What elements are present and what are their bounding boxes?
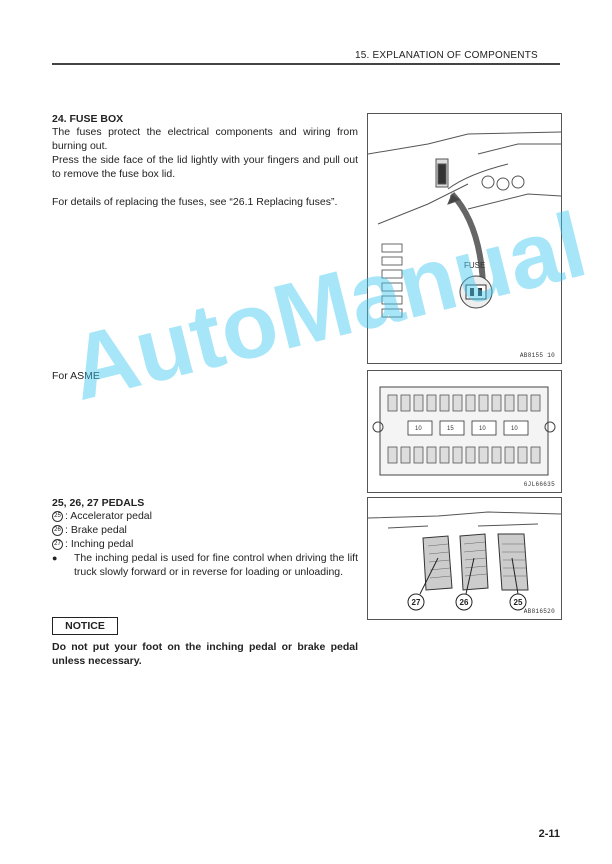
- notice-badge: NOTICE: [52, 617, 118, 635]
- pedals-illustration: 27 26 25: [368, 511, 561, 611]
- fuse-box-illustration: FUSE: [368, 131, 561, 318]
- section-24-para-2: Press the side face of the lid lightly w…: [52, 154, 358, 180]
- pedals-figure-code: AB816520: [523, 608, 555, 615]
- asme-fuse-illustration: 10 15 10 10: [372, 386, 556, 476]
- bullet-icon: ●: [52, 553, 58, 563]
- fuse-figure-code: AB8155 10: [519, 352, 555, 359]
- section-24-para-1: The fuses protect the electrical compone…: [52, 126, 358, 152]
- pedal-note: ● The inching pedal is used for fine con…: [52, 551, 358, 579]
- section-24: 24. FUSE BOX The fuses protect the elect…: [52, 113, 358, 209]
- callout-26: 26: [460, 598, 469, 607]
- fuse-figure-label: FUSE: [464, 261, 485, 270]
- section-pedals-title: 25, 26, 27 PEDALS: [52, 497, 145, 509]
- section-24-title: 24. FUSE BOX: [52, 113, 124, 125]
- pedal-label-25: : Accelerator pedal: [65, 510, 152, 522]
- asme-label: For ASME: [52, 370, 100, 382]
- pedal-item-26: 26 : Brake pedal: [52, 523, 358, 537]
- asme-figure-code: 6JL66635: [523, 481, 555, 488]
- relay-label-1: 10: [415, 426, 422, 432]
- pedal-number-26: 26: [52, 525, 63, 536]
- relay-label-3: 10: [479, 426, 486, 432]
- callout-25: 25: [514, 598, 523, 607]
- running-header: 15. EXPLANATION OF COMPONENTS: [355, 50, 538, 61]
- header-rule: [52, 63, 560, 65]
- pedal-label-26: : Brake pedal: [65, 524, 127, 536]
- asme-label-block: For ASME: [52, 369, 358, 383]
- pedal-number-25: 25: [52, 511, 63, 522]
- pedal-number-27: 27: [52, 539, 63, 550]
- pedal-label-27: : Inching pedal: [65, 538, 134, 550]
- pedal-item-25: 25 : Accelerator pedal: [52, 509, 358, 523]
- fuse-box-figure: FUSE AB8155 10: [367, 113, 562, 364]
- asme-fuse-figure: 10 15 10 10 6JL66635: [367, 370, 562, 493]
- callout-27: 27: [412, 598, 421, 607]
- pedals-figure: 27 26 25 AB816520: [367, 497, 562, 620]
- section-pedals: 25, 26, 27 PEDALS 25 : Accelerator pedal…: [52, 497, 358, 579]
- section-24-para-3: For details of replacing the fuses, see …: [52, 196, 338, 208]
- relay-label-4: 10: [511, 426, 518, 432]
- notice-block: Do not put your foot on the inching peda…: [52, 640, 358, 668]
- pedal-item-27: 27 : Inching pedal: [52, 537, 358, 551]
- page-number: 2-11: [538, 828, 560, 840]
- relay-label-2: 15: [447, 426, 454, 432]
- notice-text: Do not put your foot on the inching peda…: [52, 641, 358, 667]
- pedal-note-text: The inching pedal is used for fine contr…: [74, 552, 358, 578]
